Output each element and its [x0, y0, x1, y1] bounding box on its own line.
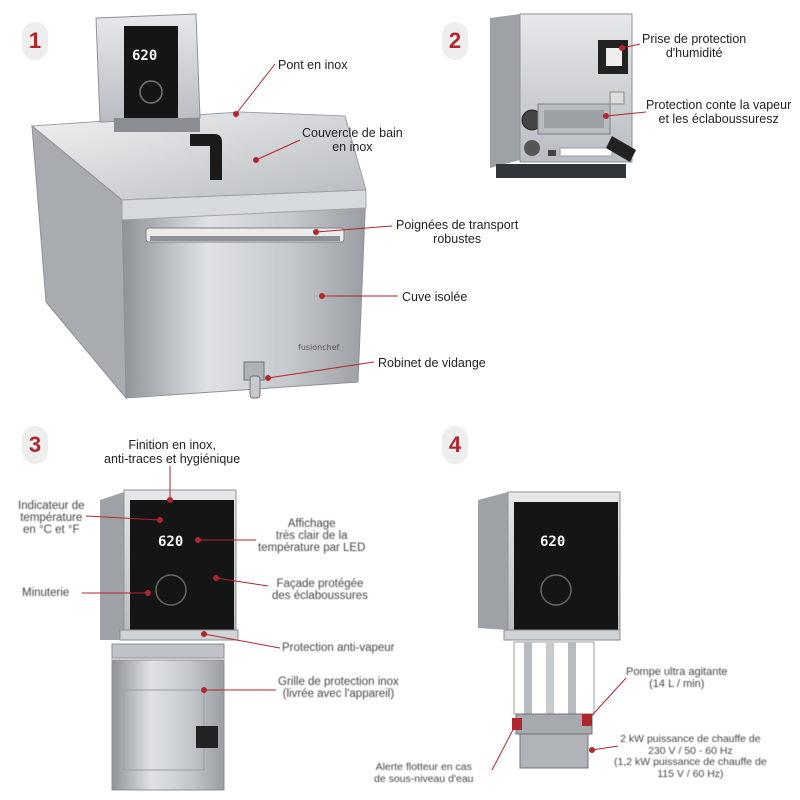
- label-pump: Pompe ultra agitante (14 L / min): [626, 666, 728, 690]
- panel-number-1: 1: [22, 22, 48, 60]
- label-heating-power: 2 kW puissance de chauffe de 230 V / 50 …: [614, 733, 767, 780]
- label-anti-steam: Protection anti-vapeur: [282, 642, 395, 654]
- label-float-alert: Alerte flotteur en cas de sous-niveau d'…: [374, 761, 474, 785]
- back-view-image: [490, 13, 636, 178]
- temperature-display-front: 620: [158, 534, 183, 550]
- temperature-display-pump: 620: [540, 534, 565, 550]
- label-humidity-socket: Prise de protection d'humidité: [642, 32, 747, 60]
- label-led-display: Affichage très clair de la température p…: [258, 518, 366, 554]
- label-splash-front: Façade protégée des éclaboussures: [272, 578, 368, 602]
- temperature-display: 620: [132, 48, 157, 64]
- label-stainless-bridge: Pont en inox: [278, 58, 348, 72]
- panel-number-3: 3: [22, 426, 48, 464]
- label-bath-lid: Couvercle de bain en inox: [302, 126, 403, 154]
- label-drain-tap: Robinet de vidange: [378, 356, 486, 370]
- label-temperature-indicator: Indicateur de température en °C et °F: [18, 500, 85, 536]
- label-grid-protection: Grille de protection inox (livrée avec l…: [278, 676, 399, 700]
- water-bath-image: fusionchef 620: [30, 13, 367, 400]
- callout-lines: [82, 43, 647, 771]
- label-carry-handles: Poignées de transport robustes: [396, 218, 519, 246]
- circulator-pump-image: 620: [478, 491, 621, 769]
- label-stainless-finish: Finition en inox, anti-traces et hygiéni…: [104, 438, 241, 466]
- label-steam-protection: Protection conte la vapeur et les éclabo…: [646, 98, 792, 126]
- label-insulated-tank: Cuve isolée: [402, 290, 468, 304]
- label-timer: Minuterie: [22, 587, 70, 599]
- brand-logo: fusionchef: [298, 343, 340, 352]
- panel-number-4: 4: [442, 426, 468, 464]
- circulator-front-image: 620: [100, 489, 239, 791]
- panel-number-2: 2: [442, 22, 468, 60]
